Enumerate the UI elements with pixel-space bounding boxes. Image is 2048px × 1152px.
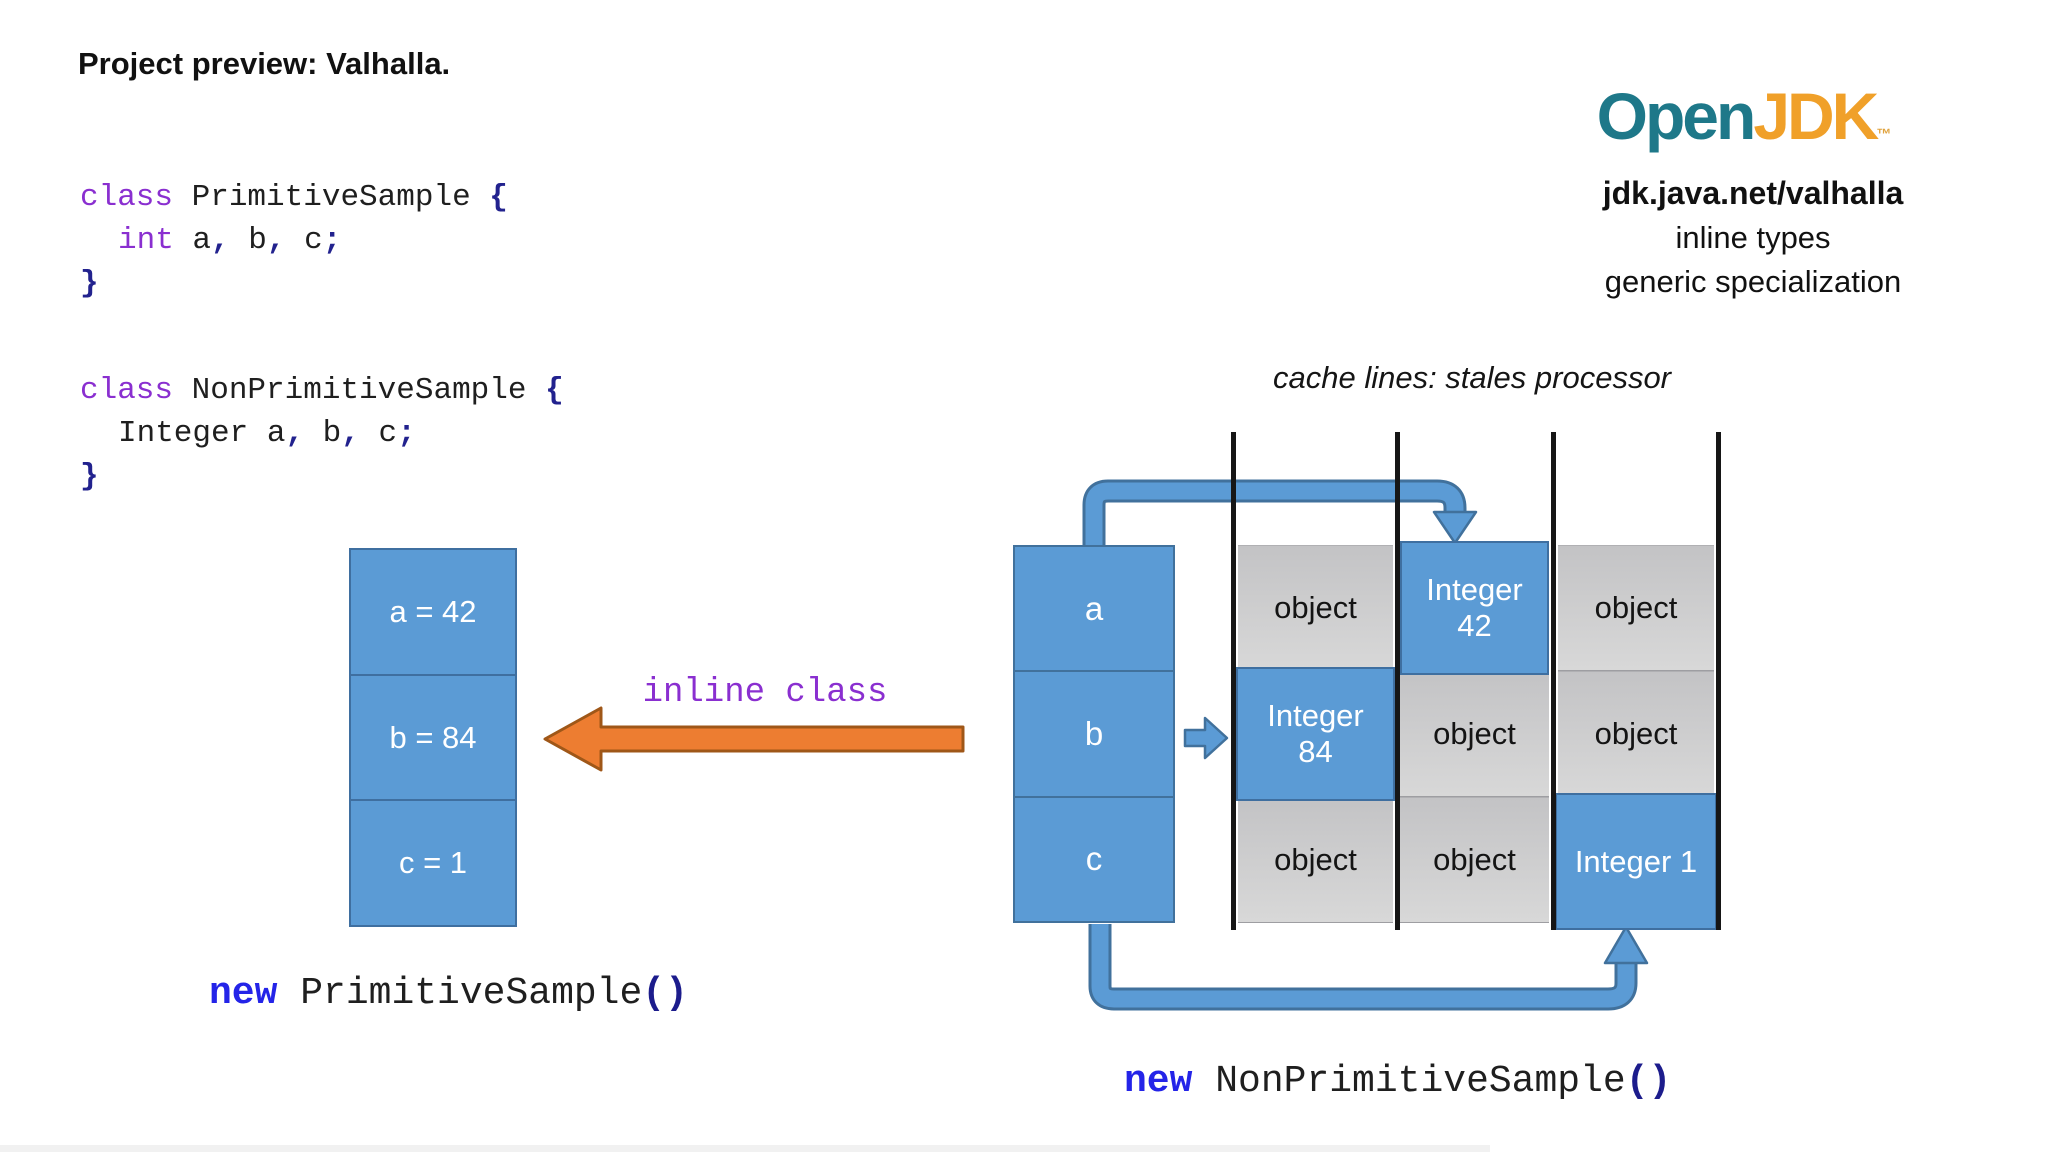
trademark-mark: ™ xyxy=(1876,126,1892,143)
code-line: } xyxy=(80,266,99,301)
project-info: jdk.java.net/valhalla inline types gener… xyxy=(1553,170,1953,304)
cache-lines-label: cache lines: stales processor xyxy=(1272,360,1672,395)
heap-cell-object: object xyxy=(1238,545,1393,671)
nonprimitive-reference-column: a b c xyxy=(1013,545,1175,923)
field-cell-b84: b = 84 xyxy=(351,673,515,800)
pointer-c-curved-arrow-icon xyxy=(1088,924,1649,1011)
openjdk-logo-jdk: JDK xyxy=(1753,79,1879,153)
heap-cell-integer-84: Integer 84 xyxy=(1236,667,1395,801)
valhalla-url: jdk.java.net/valhalla xyxy=(1602,175,1904,211)
pointer-a-curved-arrow-icon xyxy=(1082,479,1478,546)
cache-line-boundary xyxy=(1395,432,1400,930)
heap-cell-integer-42: Integer 42 xyxy=(1400,541,1549,675)
ref-cell-a: a xyxy=(1084,589,1104,627)
field-cell-a42: a = 42 xyxy=(389,593,477,629)
code-line: Integer a, b, c; xyxy=(118,416,416,451)
code-primitive-sample: class PrimitiveSample { int a, b, c; } xyxy=(80,176,508,305)
ref-cell-c: c xyxy=(1015,795,1173,921)
bottom-artifact-strip xyxy=(0,1145,1490,1152)
field-cell-c1: c = 1 xyxy=(351,799,515,925)
cache-line-boundary xyxy=(1231,432,1236,930)
code-nonprimitive-sample: class NonPrimitiveSample { Integer a, b,… xyxy=(80,369,564,498)
openjdk-logo: OpenJDK™ xyxy=(1544,78,1944,154)
cache-line-boundary xyxy=(1716,432,1721,930)
code-line: int a, b, c; xyxy=(118,223,342,258)
cache-line-boundary xyxy=(1551,432,1556,930)
new-primitive-caption: new PrimitiveSample() xyxy=(209,972,688,1015)
code-line: class NonPrimitiveSample { xyxy=(80,373,564,408)
heap-cell-object: object xyxy=(1400,797,1549,923)
heap-cell-object: object xyxy=(1238,797,1393,923)
ref-cell-b: b xyxy=(1015,670,1173,795)
reference-right-arrow-icon xyxy=(1183,716,1229,760)
slide-title: Project preview: Valhalla. xyxy=(78,46,451,81)
heap-cell-object: object xyxy=(1558,671,1714,797)
feature-inline-types: inline types xyxy=(1675,220,1831,255)
code-line: class PrimitiveSample { xyxy=(80,180,508,215)
feature-generic-specialization: generic specialization xyxy=(1604,264,1902,299)
primitive-sample-stack: a = 42 b = 84 c = 1 xyxy=(349,548,517,927)
heap-cell-object: object xyxy=(1558,545,1714,671)
code-line: } xyxy=(80,459,99,494)
heap-cell-integer-1: Integer 1 xyxy=(1555,793,1717,930)
openjdk-logo-open: Open xyxy=(1596,79,1757,153)
heap-cell-object: object xyxy=(1400,671,1549,797)
inline-class-left-arrow-icon xyxy=(543,706,965,772)
new-nonprimitive-caption: new NonPrimitiveSample() xyxy=(1124,1060,1672,1103)
inline-class-label: inline class xyxy=(642,674,888,712)
